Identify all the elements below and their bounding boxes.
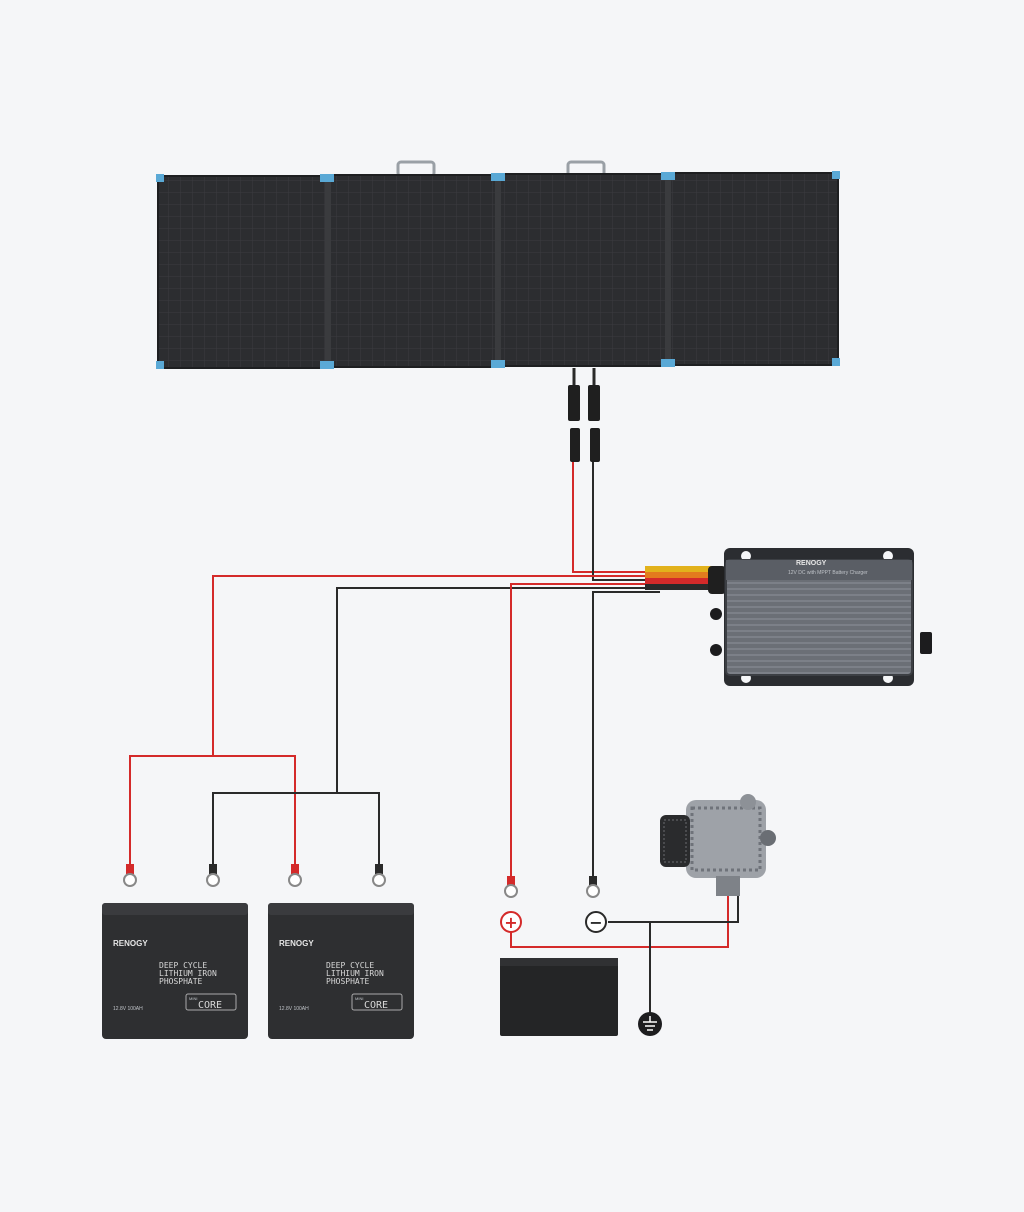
starter-battery: + − — [500, 911, 618, 1036]
mc4-connectors — [568, 368, 600, 462]
ring-terminal-black — [586, 876, 600, 898]
minus-symbol: − — [589, 913, 602, 932]
alternator-negative-wire — [608, 893, 739, 923]
ring-terminal-red — [504, 876, 518, 898]
starter-battery-body — [500, 958, 618, 1036]
starter-negative-wire — [592, 591, 660, 880]
solar-panel-section-1 — [157, 175, 327, 369]
ring-terminal-red — [123, 864, 137, 887]
charger-label: 12V DC with MPPT Battery Charger — [788, 570, 868, 576]
ring-terminal-black — [206, 864, 220, 887]
battery-line2: LITHIUM IRON — [159, 969, 217, 978]
battery-bank-positive-wire-2 — [213, 755, 296, 868]
battery-spec: 12.8V 100AH — [113, 1006, 143, 1012]
solar-panel-section-2 — [329, 174, 497, 368]
solar-panel-section-4 — [669, 172, 839, 366]
plus-icon: + — [500, 911, 522, 933]
battery-series-badge — [185, 993, 237, 1011]
charger-port — [710, 608, 722, 620]
solar-negative-wire — [592, 462, 660, 581]
battery-series-small: MINI — [355, 996, 363, 1001]
battery-line1: DEEP CYCLE — [159, 961, 207, 970]
battery-series: CORE — [364, 1000, 388, 1011]
solar-panel-section-3 — [499, 173, 667, 367]
plus-symbol: + — [504, 913, 517, 932]
lithium-battery-2: RENOGY DEEP CYCLE LITHIUM IRON PHOSPHATE… — [268, 903, 414, 1039]
battery-series-small: MINI — [189, 996, 197, 1001]
panel-handle — [396, 160, 436, 178]
lithium-battery-1: RENOGY DEEP CYCLE LITHIUM IRON PHOSPHATE… — [102, 903, 248, 1039]
ring-terminals — [123, 864, 600, 898]
dc-dc-charger: RENOGY 12V DC with MPPT Battery Charger — [645, 548, 932, 686]
battery-brand: RENOGY — [113, 939, 148, 948]
battery-brand: RENOGY — [279, 939, 314, 948]
battery-series: CORE — [198, 1000, 222, 1011]
starter-positive-wire — [510, 583, 660, 880]
ring-terminal-red — [288, 864, 302, 887]
battery-spec: 12.8V 100AH — [279, 1006, 309, 1012]
alternator-icon — [660, 794, 776, 896]
wires — [129, 462, 739, 1014]
charger-brand: RENOGY — [796, 560, 827, 567]
battery-line3: PHOSPHATE — [159, 977, 203, 986]
battery-line1: DEEP CYCLE — [326, 961, 374, 970]
battery-line3: PHOSPHATE — [326, 977, 370, 986]
ground-icon — [638, 1012, 662, 1036]
battery-line2: LITHIUM IRON — [326, 969, 384, 978]
minus-icon: − — [585, 911, 607, 933]
solar-positive-wire — [572, 462, 660, 573]
panel-corner-accents — [156, 171, 840, 369]
solar-panel — [156, 160, 840, 369]
battery-bank-negative-wire-2 — [337, 792, 380, 868]
ring-terminal-black — [372, 864, 386, 887]
battery-series-badge — [351, 993, 403, 1011]
charger-port — [710, 644, 722, 656]
battery-bank-positive-wire — [129, 575, 660, 868]
